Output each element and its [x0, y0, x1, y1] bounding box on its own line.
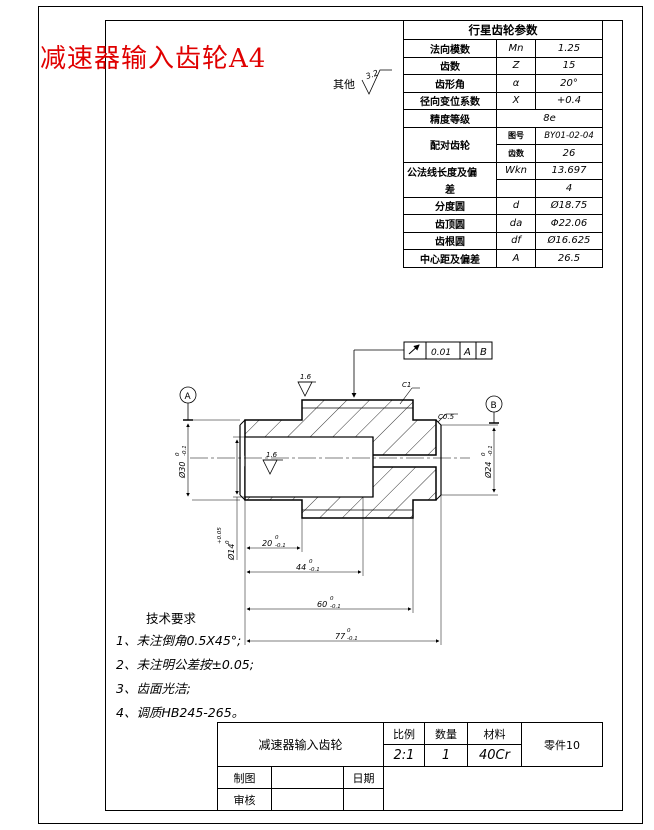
svg-text:0: 0 [347, 628, 351, 634]
scale-label: 比例 [383, 722, 425, 745]
svg-text:0: 0 [309, 559, 313, 565]
tech-line: 2、未注明公差按±0.05; [116, 657, 254, 672]
svg-text:0: 0 [330, 596, 334, 602]
check-label: 审核 [217, 788, 272, 811]
svg-text:-0.1: -0.1 [182, 445, 188, 456]
qty-label: 数量 [424, 722, 468, 745]
gear-parameter-table: 行星齿轮参数 法向模数 Mn 1.25 齿数 Z 15 齿形角 α 20° 径向… [403, 20, 603, 268]
dim-d14: Ø14 +0.05 0 [217, 436, 245, 561]
tech-line: 4、调质HB245-265。 [116, 705, 245, 720]
outer-frame [38, 6, 643, 824]
params-header: 行星齿轮参数 [403, 20, 603, 40]
svg-text:B: B [480, 347, 487, 358]
svg-text:60: 60 [317, 600, 327, 609]
svg-text:77: 77 [335, 632, 346, 641]
svg-text:-0.1: -0.1 [330, 604, 341, 610]
drawn-label: 制图 [217, 766, 272, 789]
roughness-symbol-bore: 1.6 [262, 451, 283, 475]
svg-text:0.01: 0.01 [431, 348, 451, 358]
svg-text:Ø14: Ø14 [226, 544, 236, 561]
scale-value: 2:1 [383, 744, 425, 767]
dim-d30: Ø30 0 -0.1 [175, 419, 240, 501]
svg-text:0: 0 [481, 452, 487, 456]
svg-text:0: 0 [225, 540, 231, 544]
svg-text:+0.05: +0.05 [217, 527, 223, 544]
roughness-symbol-top: 1.6 [297, 373, 316, 397]
dim-l20: 20 0 -0.1 [246, 518, 303, 552]
svg-text:B: B [491, 401, 497, 411]
material-value: 40Cr [467, 744, 522, 767]
svg-text:Ø30: Ø30 [177, 462, 187, 479]
chamfer-c05: C0.5 [437, 413, 458, 423]
svg-text:1.6: 1.6 [266, 451, 278, 459]
svg-text:C1: C1 [402, 381, 411, 389]
datum-a: A [179, 386, 197, 421]
param-row: 中心距及偏差 A 26.5 [403, 249, 603, 268]
part-number: 零件10 [521, 722, 603, 767]
chamfer-c1: C1 [399, 381, 420, 405]
svg-text:Ø24: Ø24 [483, 462, 493, 479]
param-row: 精度等级 8e [403, 109, 603, 128]
svg-text:3.2: 3.2 [365, 68, 380, 81]
svg-text:44: 44 [296, 563, 306, 572]
part-section [190, 399, 470, 519]
dim-d24: Ø24 0 -0.1 [441, 424, 498, 496]
date-label: 日期 [343, 766, 384, 789]
svg-text:-0.1: -0.1 [309, 567, 320, 573]
tech-line: 3、齿面光洁; [116, 681, 191, 696]
svg-text:20: 20 [262, 539, 272, 548]
roughness-symbol-other: 3.2 [361, 68, 392, 95]
param-row: 差 4 [403, 179, 603, 198]
tech-title: 技术要求 [146, 611, 197, 626]
param-row: 齿根圆 df Ø16.625 [403, 231, 603, 250]
param-row: 公法线长度及偏 Wkn 13.697 [403, 161, 603, 180]
dim-l44: 44 0 -0.1 [244, 497, 364, 645]
svg-text:0: 0 [175, 452, 181, 456]
svg-text:-0.1: -0.1 [488, 445, 494, 456]
param-row: 齿顶圆 da Φ22.06 [403, 214, 603, 233]
dim-l60: 60 0 -0.1 [246, 518, 414, 613]
title-block: 减速器输入齿轮 比例 数量 材料 零件10 2:1 1 40Cr 制图 日期 审… [217, 722, 603, 811]
svg-text:-0.1: -0.1 [275, 543, 286, 549]
svg-text:A: A [185, 392, 192, 402]
svg-text:C0.5: C0.5 [438, 413, 455, 421]
drawing-title: 减速器输入齿轮A4 [40, 44, 267, 74]
dim-l77: 77 0 -0.1 [246, 495, 442, 645]
datum-b: B [485, 395, 503, 424]
svg-text:A: A [463, 347, 471, 358]
material-label: 材料 [467, 722, 522, 745]
runout-tolerance: 0.01 A B [351, 341, 493, 398]
param-row: 配对齿轮 图号 BY01-02-04 [403, 126, 603, 163]
drawing-border [105, 20, 623, 811]
svg-text:1.6: 1.6 [300, 373, 312, 381]
other-roughness-label: 其他 [333, 78, 355, 91]
qty-value: 1 [424, 744, 468, 767]
tech-line: 1、未注倒角0.5X45°; [116, 633, 242, 648]
svg-text:-0.1: -0.1 [347, 636, 358, 642]
part-name: 减速器输入齿轮 [217, 722, 384, 767]
svg-text:0: 0 [275, 535, 279, 541]
